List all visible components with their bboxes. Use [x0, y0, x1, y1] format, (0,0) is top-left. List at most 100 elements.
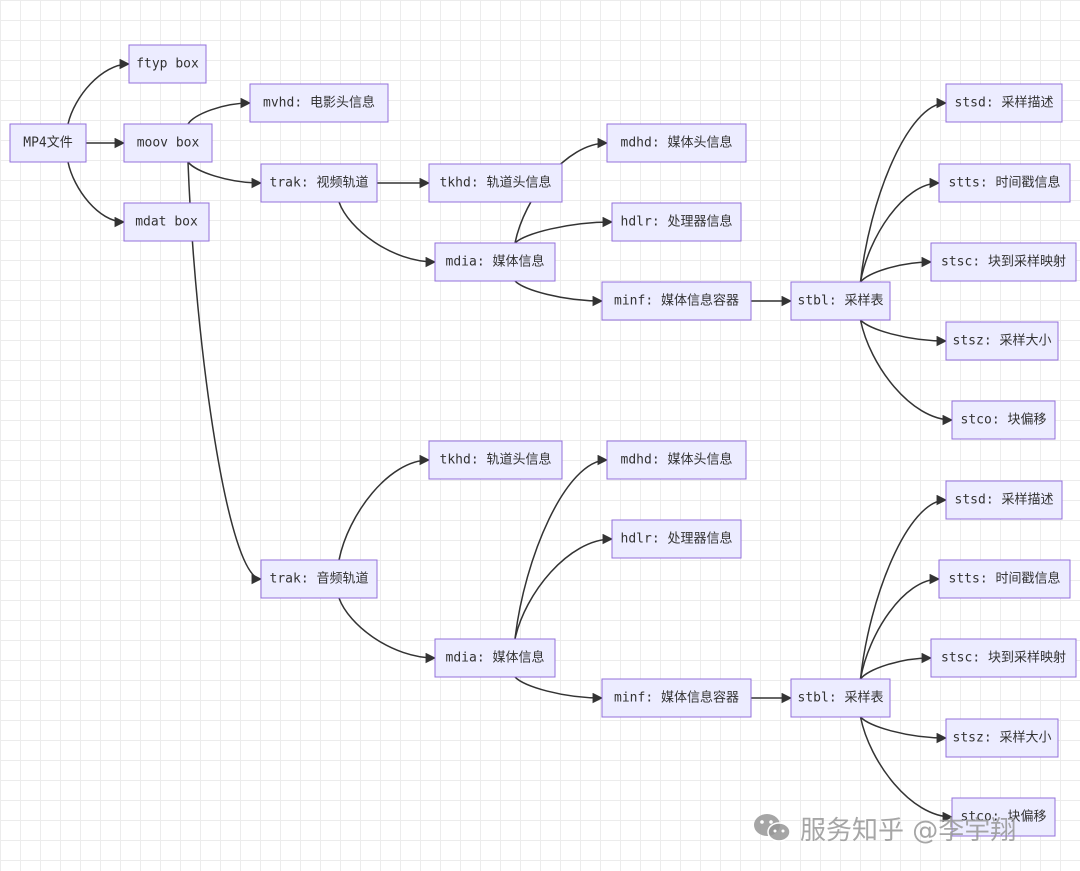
node-box [260, 163, 378, 203]
node-label: stsz: 采样大小 [953, 731, 1052, 746]
node-box [945, 718, 1059, 758]
node-mvhd[interactable]: mvhd: 电影头信息 [249, 83, 389, 123]
node-trak-v[interactable]: trak: 视频轨道 [260, 163, 378, 203]
node-label: minf: 媒体信息容器 [614, 690, 739, 706]
node-stco-a[interactable]: stco: 块偏移 [951, 797, 1056, 837]
node-hdlr-a[interactable]: hdlr: 处理器信息 [611, 519, 742, 559]
node-box [123, 202, 210, 242]
node-mdia-a[interactable]: mdia: 媒体信息 [434, 638, 556, 678]
node-label: mdia: 媒体信息 [446, 650, 545, 666]
node-label: MP4文件 [23, 136, 72, 151]
node-label: stsz: 采样大小 [953, 334, 1052, 349]
edge-stbl-a-to-stsd-a [859, 494, 948, 680]
edge-trak-v-to-mdia-v [338, 201, 437, 268]
node-stsz-a[interactable]: stsz: 采样大小 [945, 718, 1059, 758]
node-stbl-a[interactable]: stbl: 采样表 [790, 678, 891, 718]
node-mdia-v[interactable]: mdia: 媒体信息 [434, 242, 556, 282]
node-box [951, 400, 1056, 440]
edge-mdia-v-to-hdlr-v [514, 216, 614, 244]
node-box [938, 163, 1071, 203]
node-label: mdia: 媒体信息 [446, 254, 545, 270]
node-box [434, 638, 556, 678]
node-label: stts: 时间戳信息 [949, 571, 1061, 587]
edge-moov-to-trak-v [187, 161, 263, 189]
node-minf-v[interactable]: minf: 媒体信息容器 [601, 281, 752, 321]
node-label: stsd: 采样描述 [955, 96, 1054, 111]
node-minf-a[interactable]: minf: 媒体信息容器 [601, 678, 752, 718]
node-label: stts: 时间戳信息 [949, 175, 1061, 191]
node-label: trak: 音频轨道 [270, 571, 369, 587]
edge-stbl-a-to-stsc-a [859, 652, 933, 680]
node-box [945, 480, 1063, 520]
node-box [128, 44, 207, 84]
edge-stbl-a-to-stco-a [859, 716, 954, 823]
edge-moov-to-mvhd [187, 97, 252, 125]
edge-stbl-v-to-stco-v [859, 319, 954, 426]
node-box [790, 678, 891, 718]
edge-trak-a-to-mdia-a [338, 597, 437, 664]
node-box [249, 83, 389, 123]
node-label: stbl: 采样表 [798, 691, 884, 706]
edge-stbl-v-to-stsc-v [859, 256, 933, 283]
edge-mp4-to-ftyp [67, 58, 131, 125]
node-ftyp[interactable]: ftyp box [128, 44, 207, 84]
node-label: mdhd: 媒体头信息 [621, 452, 733, 468]
node-label: stsc: 块到采样映射 [941, 650, 1066, 666]
node-trak-a[interactable]: trak: 音频轨道 [260, 559, 378, 599]
nodes-layer: MP4文件 ftyp box moov box mdat box mvhd: 电影头信息… [9, 44, 1077, 837]
node-box [428, 440, 563, 480]
node-label: stco: 块偏移 [961, 810, 1047, 825]
node-moov[interactable]: moov box [123, 123, 213, 163]
node-stsd-v[interactable]: stsd: 采样描述 [945, 83, 1063, 123]
node-label: stbl: 采样表 [798, 294, 884, 309]
node-stsc-v[interactable]: stsc: 块到采样映射 [930, 242, 1077, 282]
node-box [123, 123, 213, 163]
node-box [611, 202, 742, 242]
node-hdlr-v[interactable]: hdlr: 处理器信息 [611, 202, 742, 242]
node-box [9, 123, 87, 163]
node-label: trak: 视频轨道 [270, 176, 369, 191]
node-label: tkhd: 轨道头信息 [440, 175, 552, 191]
edge-mp4-to-mdat [67, 161, 126, 228]
node-mdhd-v[interactable]: mdhd: 媒体头信息 [606, 123, 747, 163]
node-box [938, 559, 1071, 599]
node-stts-v[interactable]: stts: 时间戳信息 [938, 163, 1071, 203]
node-tkhd-a[interactable]: tkhd: 轨道头信息 [428, 440, 563, 480]
edge-mdia-a-to-mdhd-a [514, 454, 609, 640]
node-label: minf: 媒体信息容器 [614, 293, 739, 309]
edge-mdia-v-to-minf-v [514, 280, 604, 307]
node-stco-v[interactable]: stco: 块偏移 [951, 400, 1056, 440]
edge-mdia-a-to-minf-a [514, 676, 604, 704]
node-stsc-a[interactable]: stsc: 块到采样映射 [930, 638, 1077, 678]
node-mp4[interactable]: MP4文件 [9, 123, 87, 163]
edge-stbl-v-to-stts-v [859, 177, 941, 283]
node-tkhd-v[interactable]: tkhd: 轨道头信息 [428, 163, 563, 203]
edge-stbl-a-to-stsz-a [859, 716, 948, 744]
node-label: mdat box [135, 215, 198, 230]
node-box [434, 242, 556, 282]
node-box [601, 281, 752, 321]
node-stbl-v[interactable]: stbl: 采样表 [790, 281, 891, 321]
node-label: stsd: 采样描述 [955, 493, 1054, 508]
node-box [611, 519, 742, 559]
node-label: stco: 块偏移 [961, 413, 1047, 428]
node-label: hdlr: 处理器信息 [621, 531, 733, 547]
node-stts-a[interactable]: stts: 时间戳信息 [938, 559, 1071, 599]
node-label: stsc: 块到采样映射 [941, 254, 1066, 270]
node-box [601, 678, 752, 718]
node-label: ftyp box [136, 57, 199, 72]
node-mdhd-a[interactable]: mdhd: 媒体头信息 [606, 440, 747, 480]
node-stsz-v[interactable]: stsz: 采样大小 [945, 321, 1059, 361]
node-box [945, 83, 1063, 123]
node-label: mdhd: 媒体头信息 [621, 135, 733, 151]
node-label: moov box [137, 136, 200, 151]
node-mdat[interactable]: mdat box [123, 202, 210, 242]
edge-stbl-a-to-stts-a [859, 573, 941, 680]
edge-mdia-a-to-hdlr-a [514, 533, 614, 640]
node-box [945, 321, 1059, 361]
node-box [951, 797, 1056, 837]
edge-trak-a-to-tkhd-a [338, 454, 431, 561]
edge-stbl-v-to-stsz-v [859, 319, 948, 347]
node-stsd-a[interactable]: stsd: 采样描述 [945, 480, 1063, 520]
node-label: tkhd: 轨道头信息 [440, 452, 552, 468]
